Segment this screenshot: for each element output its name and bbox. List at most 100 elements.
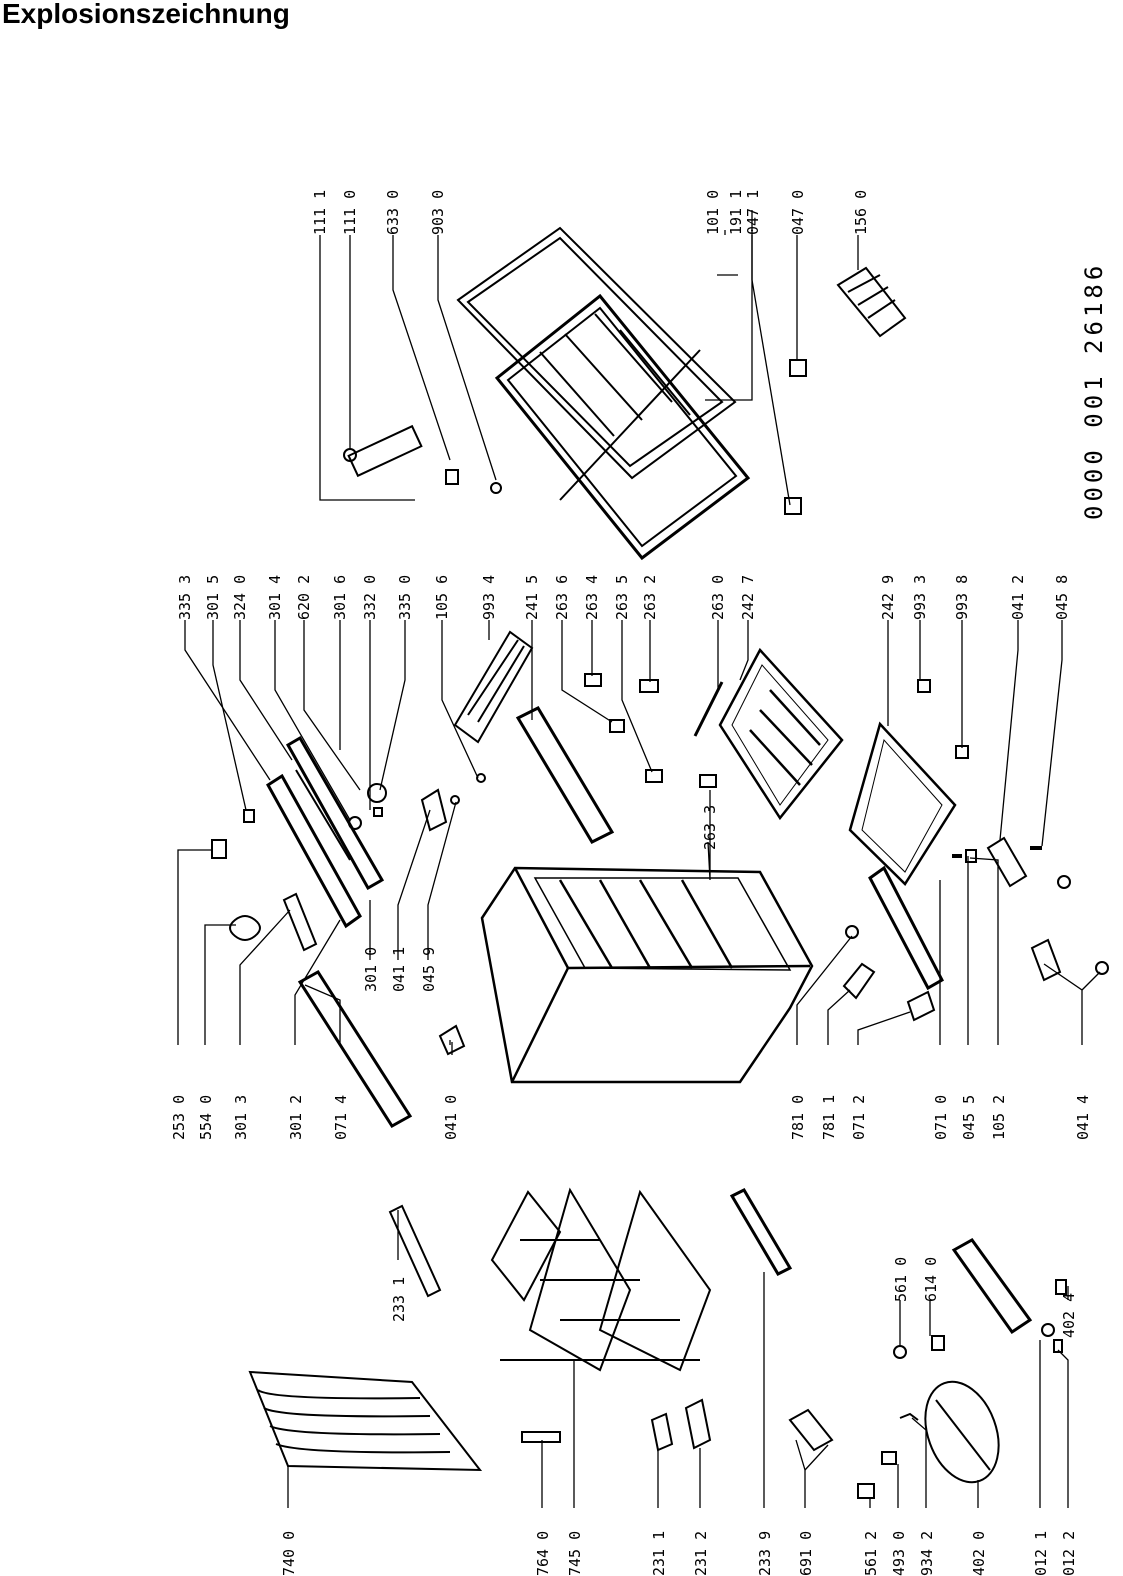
drawer-242-7-sketch bbox=[718, 647, 844, 821]
part-label: 233 1 bbox=[390, 1277, 408, 1322]
part-label: 263 5 bbox=[613, 575, 631, 620]
bracket-041-2-sketch bbox=[986, 836, 1028, 888]
part-label: 263 2 bbox=[641, 575, 659, 620]
leader-lines bbox=[177, 210, 1101, 1508]
part-label: 111 0 bbox=[341, 190, 359, 235]
part-label: 047 1 bbox=[744, 190, 762, 235]
part-label: 740 0 bbox=[280, 1531, 298, 1576]
page-title: Explosionszeichnung bbox=[2, 0, 290, 29]
part-label: 041 2 bbox=[1009, 575, 1027, 620]
part-label: 263 4 bbox=[583, 575, 601, 620]
part-label: 012 1 bbox=[1032, 1531, 1050, 1576]
part-label: 561 2 bbox=[862, 1531, 880, 1576]
condenser-740-sketch bbox=[248, 1370, 483, 1472]
part-label: 101 0 bbox=[704, 190, 722, 235]
part-071-2-sketch bbox=[906, 990, 936, 1022]
clip-633-sketch bbox=[445, 469, 459, 485]
part-263-0-sketch bbox=[693, 681, 724, 737]
door-gasket-sketch bbox=[456, 226, 737, 480]
bracket-041-4-sketch bbox=[1030, 938, 1062, 982]
part-label: 301 5 bbox=[204, 575, 222, 620]
part-label: 231 1 bbox=[650, 1531, 668, 1576]
part-label: 993 3 bbox=[911, 575, 929, 620]
bracket-301-3-sketch bbox=[282, 892, 318, 952]
part-label: 402 4 bbox=[1060, 1293, 1078, 1338]
part-691-0-sketch bbox=[788, 1408, 834, 1452]
part-263-3-sketch bbox=[699, 774, 717, 788]
part-label: 231 2 bbox=[692, 1531, 710, 1576]
part-561-2-sketch bbox=[857, 1483, 875, 1499]
hinge-047-0-sketch bbox=[789, 359, 807, 377]
part-105-2-sketch bbox=[965, 849, 977, 863]
part-231-1-sketch bbox=[650, 1412, 674, 1452]
hinge-047-1-sketch bbox=[784, 497, 802, 515]
part-label: 041 4 bbox=[1074, 1095, 1092, 1140]
part-label: 191 1 bbox=[727, 190, 745, 235]
part-label: 993 4 bbox=[480, 575, 498, 620]
door-sketch bbox=[494, 293, 751, 561]
part-label: 614 0 bbox=[922, 1257, 940, 1302]
part-label: 301 6 bbox=[331, 575, 349, 620]
panel-071-4-sketch bbox=[297, 970, 413, 1128]
part-label: 301 4 bbox=[266, 575, 284, 620]
part-071-0-sketch bbox=[868, 865, 944, 991]
part-label: 071 0 bbox=[932, 1095, 950, 1140]
part-label: 045 9 bbox=[420, 947, 438, 992]
part-label: 745 0 bbox=[566, 1531, 584, 1576]
part-label: 335 3 bbox=[176, 575, 194, 620]
part-label: 335 0 bbox=[396, 575, 414, 620]
part-402-4-sketch bbox=[1055, 1279, 1067, 1295]
part-934-2-sketch bbox=[899, 1412, 919, 1421]
part-233-1-sketch bbox=[388, 1204, 442, 1298]
part-label: 781 0 bbox=[789, 1095, 807, 1140]
hinge-041-0-sketch bbox=[438, 1024, 466, 1056]
part-label: 111 1 bbox=[311, 190, 329, 235]
part-label: 156 0 bbox=[852, 190, 870, 235]
screw-041-4-sketch bbox=[1095, 961, 1109, 975]
drier-764-sketch bbox=[521, 1431, 561, 1443]
part-012-2-sketch bbox=[1053, 1339, 1063, 1353]
screw-041-2-sketch bbox=[1057, 875, 1071, 889]
door-shelf-sketch bbox=[515, 706, 615, 844]
control-panel-sketch bbox=[243, 735, 486, 929]
part-label: 332 0 bbox=[361, 575, 379, 620]
part-561-0-sketch bbox=[893, 1345, 907, 1359]
part-label: 242 9 bbox=[879, 575, 897, 620]
part-label: 633 0 bbox=[384, 190, 402, 235]
part-label: 105 6 bbox=[433, 575, 451, 620]
part-493-0-sketch bbox=[881, 1451, 897, 1465]
compressor-sketch bbox=[924, 1380, 1000, 1484]
part-label: 241 5 bbox=[523, 575, 541, 620]
part-label: 012 2 bbox=[1060, 1531, 1078, 1576]
part-label: 263 3 bbox=[701, 805, 719, 850]
part-label: 993 8 bbox=[953, 575, 971, 620]
part-label: 691 0 bbox=[797, 1531, 815, 1576]
baseplate-sketch bbox=[951, 1238, 1033, 1335]
part-label: 324 0 bbox=[231, 575, 249, 620]
drawer-242-9-sketch bbox=[848, 721, 957, 886]
part-label: 301 2 bbox=[287, 1095, 305, 1140]
part-label: 764 0 bbox=[534, 1531, 552, 1576]
spring-554-sketch bbox=[229, 915, 261, 941]
part-label: 041 0 bbox=[442, 1095, 460, 1140]
part-263-5-sketch bbox=[645, 769, 663, 783]
part-label: 620 2 bbox=[295, 575, 313, 620]
part-label: 263 6 bbox=[553, 575, 571, 620]
part-263-2-sketch bbox=[639, 679, 659, 693]
part-label: 071 2 bbox=[850, 1095, 868, 1140]
part-614-0-sketch bbox=[931, 1335, 945, 1351]
part-233-9-sketch bbox=[729, 1188, 793, 1276]
part-label: 781 1 bbox=[820, 1095, 838, 1140]
part-label: 071 4 bbox=[332, 1095, 350, 1140]
part-781-0-sketch bbox=[845, 925, 859, 939]
ice-tray-sketch bbox=[836, 266, 907, 338]
part-sketches bbox=[211, 226, 1109, 1499]
part-label: 934 2 bbox=[918, 1531, 936, 1576]
part-993-3-sketch bbox=[917, 679, 931, 693]
part-781-1-sketch bbox=[842, 962, 876, 1000]
grille-993-4-sketch bbox=[453, 630, 534, 744]
part-263-6-sketch bbox=[609, 719, 625, 733]
screw-903-sketch bbox=[490, 482, 502, 494]
